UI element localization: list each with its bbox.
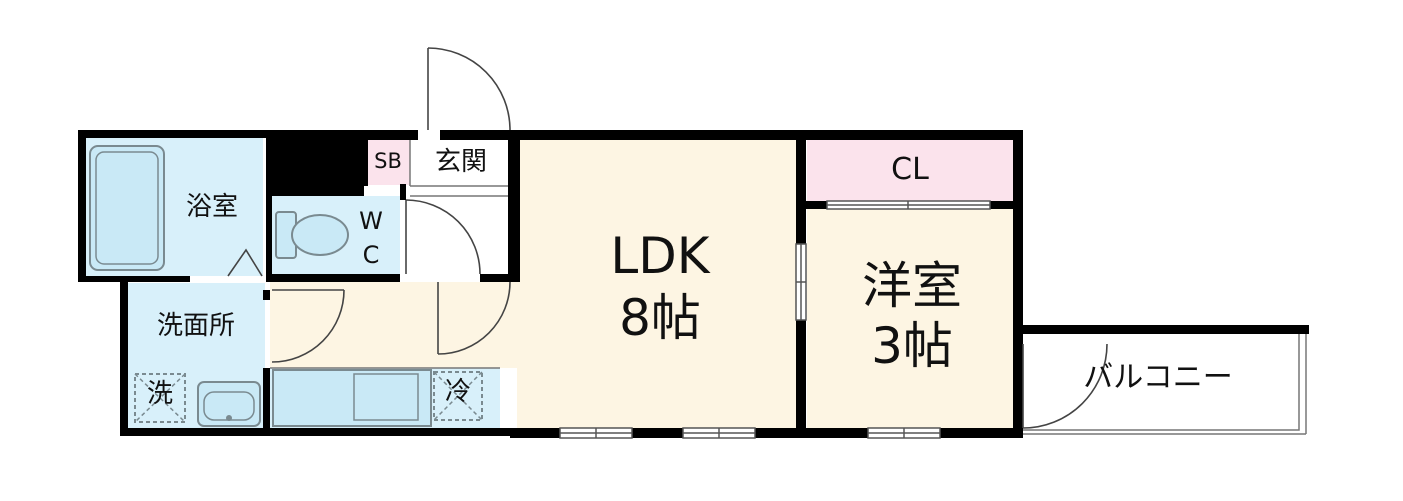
washer-space (134, 373, 186, 423)
wash-basin (197, 381, 261, 427)
closet-area (807, 139, 1015, 201)
western-room-size: 3帖 (871, 317, 953, 375)
fridge-space (433, 371, 483, 421)
doors (227, 47, 1108, 429)
ldk-area (517, 139, 799, 430)
bath-label: 浴室 (185, 192, 238, 222)
ldk-size: 8帖 (619, 289, 701, 347)
washer-label: 洗 (146, 379, 173, 409)
walls (78, 130, 1309, 438)
bathtub (89, 145, 165, 271)
ldk-label: LDK (610, 227, 710, 285)
windows (559, 427, 941, 439)
wc-label-w: W (359, 207, 383, 235)
sb-area (365, 140, 410, 185)
western-room-label: 洋室 (862, 257, 962, 315)
entrance-label: 玄関 (434, 147, 487, 177)
fridge-label: 冷 (444, 377, 471, 407)
western-room-area (807, 209, 1015, 430)
corridor-area (270, 282, 518, 368)
toilet (275, 211, 349, 259)
sb-label: SB (374, 149, 402, 173)
sliding-doors (795, 200, 991, 321)
washroom-label: 洗面所 (156, 311, 235, 341)
thin-walls (270, 140, 1307, 435)
balcony-label: バルコニー (1083, 360, 1233, 395)
wc-label-c: C (362, 241, 380, 269)
closet-label: CL (891, 152, 929, 187)
kitchen-counter (272, 369, 432, 427)
